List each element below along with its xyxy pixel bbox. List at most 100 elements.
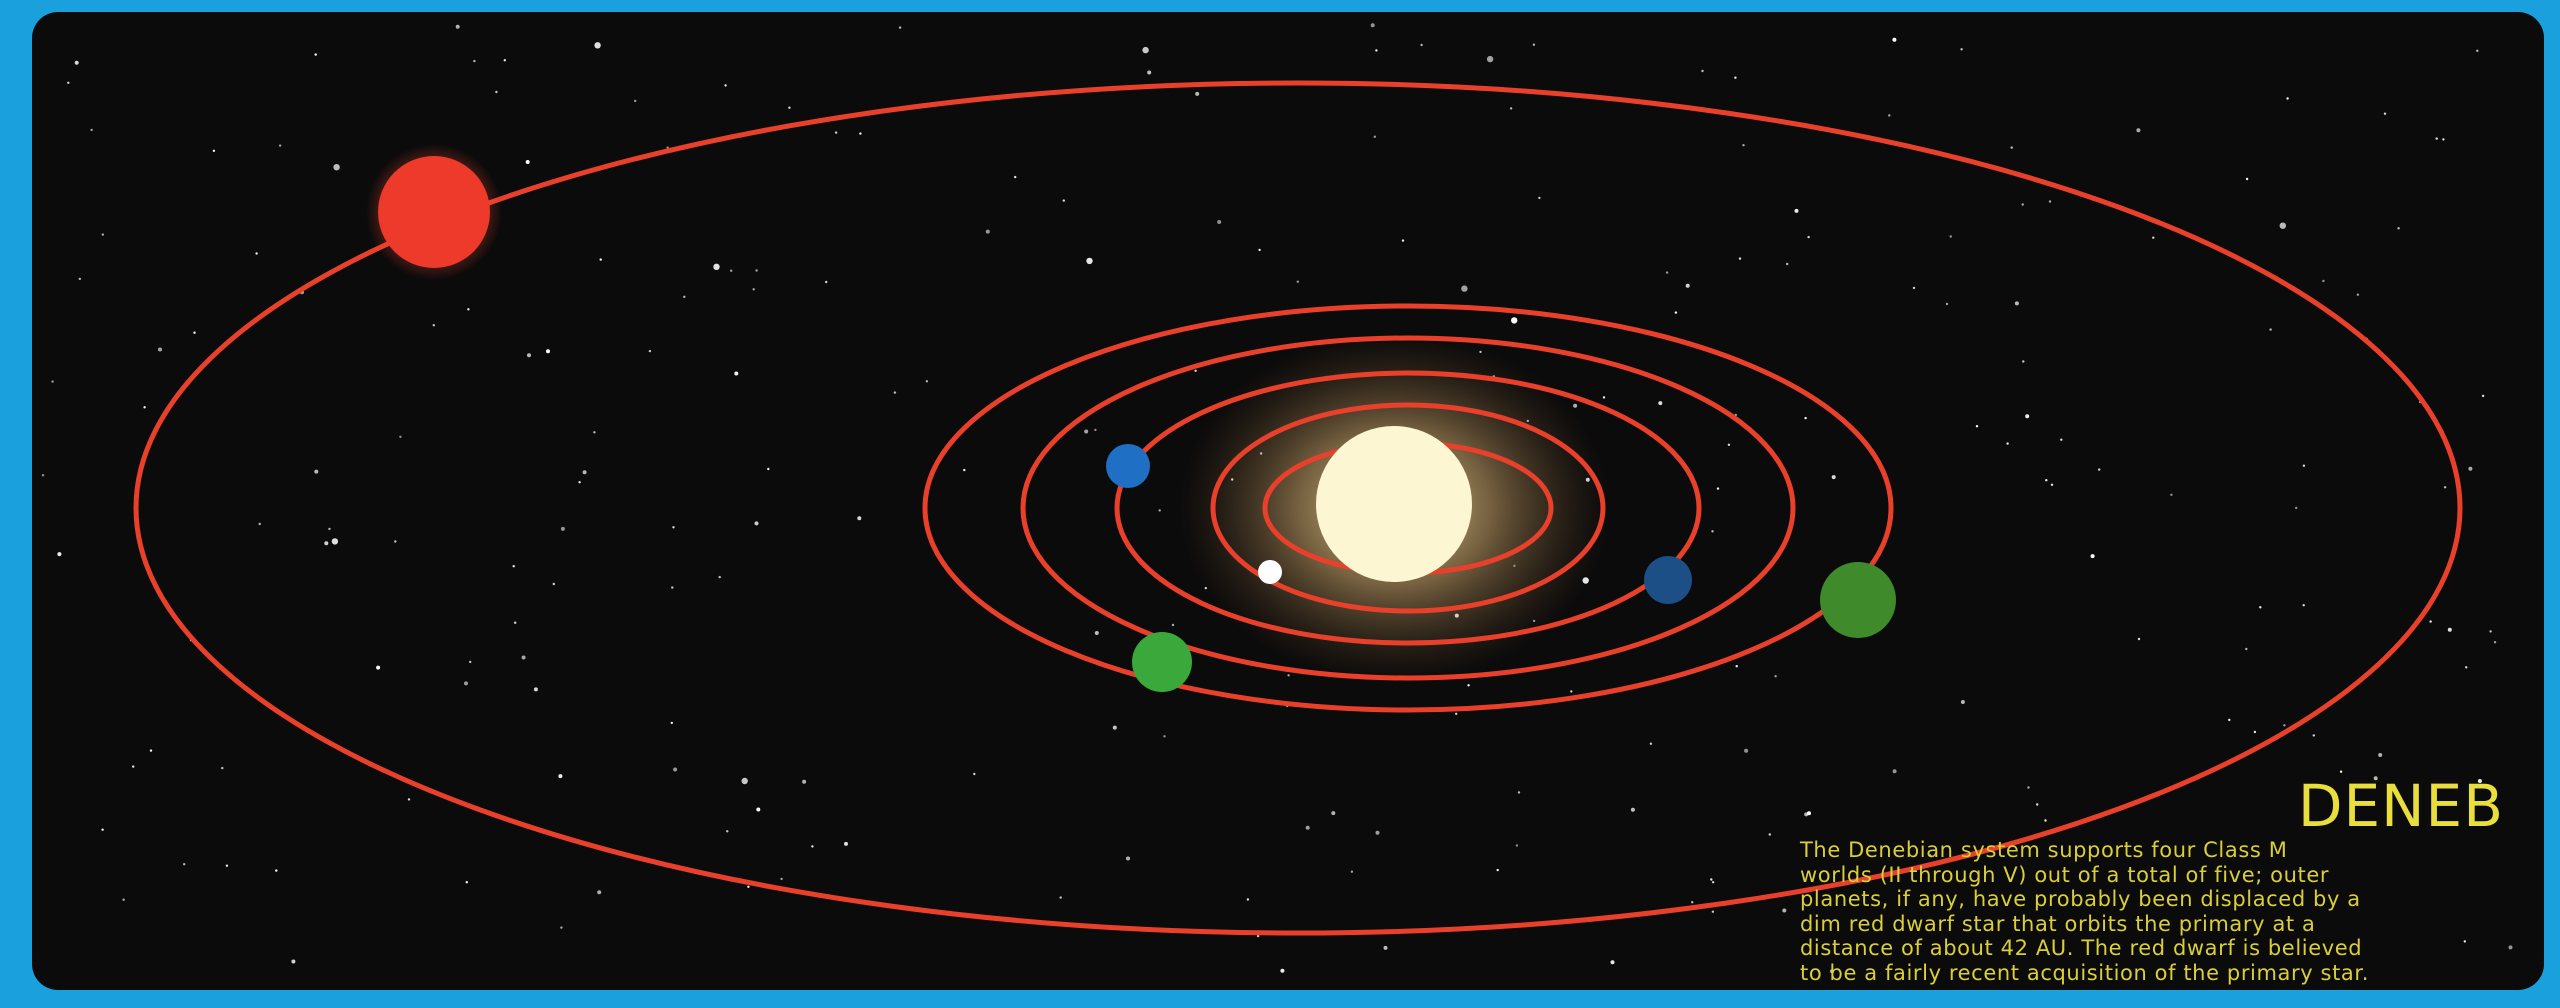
star-dot bbox=[324, 541, 329, 546]
star-dot bbox=[1246, 898, 1250, 901]
star-dot bbox=[1455, 712, 1458, 715]
star-dot bbox=[314, 53, 317, 56]
star-dot bbox=[599, 258, 602, 261]
star-dot bbox=[2508, 945, 2513, 950]
star-dot bbox=[1892, 37, 1897, 42]
star-dot bbox=[713, 263, 720, 270]
star-dot bbox=[1195, 91, 1200, 96]
star-dot bbox=[1305, 825, 1310, 830]
star-dot bbox=[2136, 128, 2141, 133]
star-dot bbox=[1517, 791, 1521, 794]
star-dot bbox=[2137, 637, 2141, 641]
star-dot bbox=[1711, 910, 1715, 913]
star-dot bbox=[1163, 735, 1166, 738]
planet-blue bbox=[1106, 444, 1150, 488]
star-dot bbox=[1538, 196, 1541, 200]
star-dot bbox=[973, 772, 976, 776]
star-dot bbox=[2442, 138, 2445, 141]
star-dot bbox=[1782, 908, 1787, 913]
star-dot bbox=[578, 481, 581, 484]
star-dot bbox=[594, 42, 601, 49]
star-dot bbox=[1158, 509, 1161, 512]
star-dot bbox=[1774, 675, 1777, 678]
star-system-diagram bbox=[41, 23, 2513, 974]
star-dot bbox=[1570, 690, 1573, 693]
primary-star bbox=[1316, 426, 1472, 582]
star-dot bbox=[464, 681, 468, 686]
star-dot bbox=[2443, 486, 2447, 489]
star-dot bbox=[514, 621, 517, 624]
star-dot bbox=[1685, 283, 1690, 288]
star-dot bbox=[1804, 416, 1807, 420]
planet-green bbox=[1132, 632, 1192, 692]
star-dot bbox=[671, 586, 674, 589]
star-dot bbox=[1716, 487, 1720, 490]
star-dot bbox=[328, 527, 331, 531]
star-dot bbox=[1486, 55, 1494, 63]
star-dot bbox=[2021, 203, 2024, 206]
red-dwarf-orbit bbox=[133, 80, 2463, 936]
star-dot bbox=[1461, 285, 1468, 292]
star-dot bbox=[1401, 239, 1405, 242]
star-dot bbox=[2312, 734, 2315, 737]
star-dot bbox=[1807, 235, 1810, 239]
star-dot bbox=[1701, 69, 1704, 73]
star-dot bbox=[1892, 769, 1897, 774]
star-dot bbox=[985, 229, 990, 234]
star-dot bbox=[560, 926, 563, 929]
star-dot bbox=[726, 830, 729, 833]
star-dot bbox=[1912, 286, 1916, 290]
star-dot bbox=[2463, 940, 2466, 943]
star-dot bbox=[1602, 396, 1606, 399]
star-dot bbox=[473, 59, 476, 63]
star-dot bbox=[1194, 369, 1197, 372]
orbit-2 bbox=[1210, 402, 1606, 614]
star-dot bbox=[1532, 43, 1536, 46]
star-dot bbox=[1710, 878, 1713, 881]
star-dot bbox=[1467, 684, 1470, 687]
star-dot bbox=[503, 59, 506, 62]
star-dot bbox=[41, 474, 45, 477]
star-dot bbox=[1511, 317, 1518, 324]
star-dot bbox=[143, 406, 146, 409]
star-dot bbox=[2383, 112, 2387, 115]
star-dot bbox=[407, 798, 411, 801]
star-dot bbox=[455, 24, 460, 29]
star-dot bbox=[1573, 403, 1578, 408]
star-dot bbox=[2010, 146, 2013, 149]
star-dot bbox=[2279, 222, 2286, 229]
star-dot bbox=[1929, 854, 1932, 857]
star-dot bbox=[741, 777, 748, 785]
red-dwarf-star bbox=[378, 156, 490, 268]
star-dot bbox=[399, 435, 402, 438]
star-dot bbox=[2090, 554, 2095, 559]
star-dot bbox=[1515, 844, 1519, 847]
star-dot bbox=[844, 841, 848, 846]
star-dot bbox=[1975, 425, 1979, 428]
star-dot bbox=[2302, 604, 2305, 607]
star-dot bbox=[558, 774, 563, 779]
star-dot bbox=[2245, 647, 2248, 651]
star-dot bbox=[1014, 175, 1017, 179]
star-dot bbox=[859, 132, 862, 135]
star-dot bbox=[2283, 724, 2286, 727]
star-dot bbox=[469, 660, 472, 664]
star-dot bbox=[2286, 97, 2289, 100]
star-dot bbox=[2027, 786, 2030, 789]
star-dot bbox=[670, 721, 673, 725]
star-dot bbox=[1373, 135, 1377, 138]
star-dot bbox=[1960, 700, 1965, 704]
star-dot bbox=[857, 516, 862, 521]
star-dot bbox=[525, 160, 530, 164]
star-dot bbox=[1059, 896, 1062, 899]
star-dot bbox=[2050, 483, 2054, 486]
star-dot bbox=[2245, 177, 2249, 181]
star-dot bbox=[158, 347, 162, 352]
star-dot bbox=[1287, 674, 1290, 677]
star-dot bbox=[2339, 770, 2343, 773]
orbit-3 bbox=[1114, 370, 1702, 646]
star-dot bbox=[1711, 530, 1714, 533]
star-dot bbox=[1658, 401, 1663, 406]
star-dot bbox=[730, 269, 733, 272]
star-dot bbox=[1831, 475, 1836, 480]
